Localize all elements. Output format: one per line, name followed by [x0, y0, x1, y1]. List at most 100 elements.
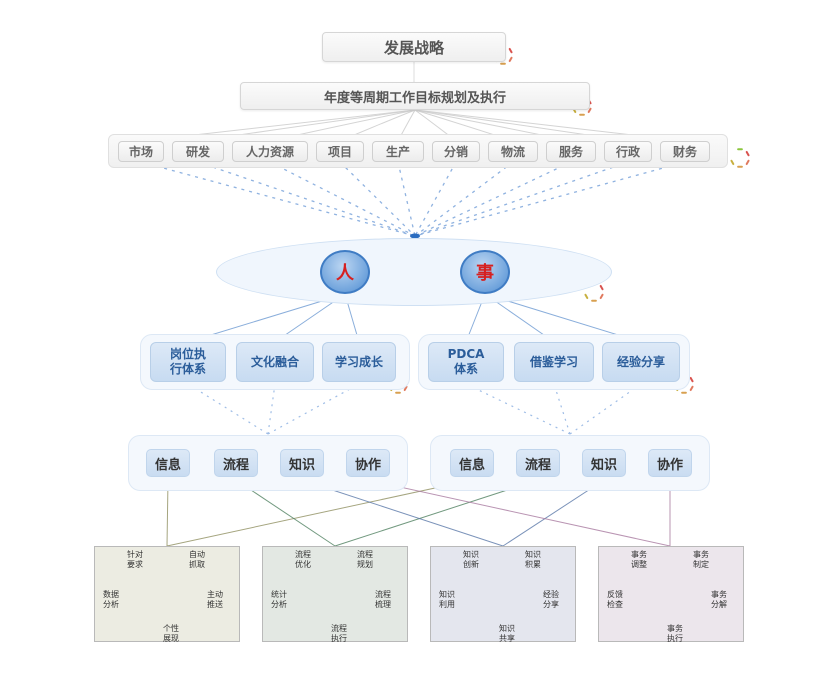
cycle-step-line2: 优化: [295, 560, 311, 569]
department-2: 人力资源: [232, 141, 308, 162]
cycle-step-label: 流程执行: [326, 624, 352, 644]
department-to-core-line: [397, 161, 416, 237]
department-to-core-line: [414, 161, 572, 237]
department-6: 物流: [488, 141, 538, 162]
cycle-step-line2: 执行: [667, 634, 683, 643]
knowledge-label: 信息: [458, 457, 485, 473]
knowledge-label: 协作: [354, 457, 381, 473]
group-label-line1: PDCA: [447, 347, 485, 361]
cycle-step-label: 事务分解: [706, 590, 732, 610]
cycle-step-line2: 分析: [271, 600, 287, 609]
department-to-core-line: [414, 161, 629, 237]
cycle-step-line1: 自动: [189, 550, 205, 559]
knowledge-to-group-line: [569, 383, 642, 435]
affairs-label: 事: [476, 263, 494, 284]
knowledge-left-0: 信息: [146, 449, 190, 477]
group-label-line1: 经验分享: [616, 354, 665, 369]
people-group-box-0: 岗位执行体系: [150, 342, 226, 382]
knowledge-left-3: 协作: [346, 449, 390, 477]
cycle-step-line2: 创新: [463, 560, 479, 569]
department-to-core-line: [414, 161, 514, 237]
cycle-box-collaboration: [598, 546, 744, 642]
cycle-step-line1: 事务: [631, 550, 647, 559]
department-label: 分销: [443, 145, 468, 159]
cycle-step-line1: 知识: [525, 550, 541, 559]
department-label: 市场: [128, 145, 153, 159]
cycle-step-line1: 流程: [295, 550, 311, 559]
department-to-core-line: [269, 161, 416, 237]
department-label: 项目: [327, 145, 352, 159]
group-label-line2: 体系: [453, 362, 478, 376]
annual-plan-box: 年度等周期工作目标规划及执行: [240, 82, 590, 110]
knowledge-to-group-line: [267, 383, 276, 435]
cycle-step-label: 知识创新: [458, 550, 484, 570]
cycle-step-label: 个性展现: [158, 624, 184, 644]
knowledge-right-0: 信息: [450, 449, 494, 477]
cycle-step-line2: 积累: [525, 560, 541, 569]
cycle-step-label: 知识共享: [494, 624, 520, 644]
cycle-step-label: 统计分析: [266, 590, 292, 610]
cycle-step-line1: 事务: [693, 550, 709, 559]
department-label: 生产: [385, 145, 410, 159]
cycle-step-line2: 调整: [631, 560, 647, 569]
cycle-step-line1: 知识: [439, 590, 455, 599]
strategy-label: 发展战略: [383, 38, 444, 57]
cycle-step-line2: 推送: [207, 600, 223, 609]
cycle-step-line1: 知识: [463, 550, 479, 559]
cycle-step-line2: 分解: [711, 600, 727, 609]
knowledge-label: 协作: [656, 457, 683, 473]
cycle-step-label: 流程优化: [290, 550, 316, 570]
department-0: 市场: [118, 141, 164, 162]
knowledge-left-2: 知识: [280, 449, 324, 477]
cycle-step-line1: 流程: [331, 624, 347, 633]
cycle-box-information: [94, 546, 240, 642]
department-to-core-line: [140, 161, 416, 237]
people-circle: 人: [320, 250, 370, 294]
cycle-step-line1: 经验: [543, 590, 559, 599]
cycle-box-knowledge: [430, 546, 576, 642]
knowledge-right-2: 知识: [582, 449, 626, 477]
cycle-step-line1: 针对: [127, 550, 143, 559]
department-label: 物流: [500, 145, 525, 159]
cycle-step-line1: 知识: [499, 624, 515, 633]
cycle-step-label: 经验分享: [538, 590, 564, 610]
cycle-step-line1: 流程: [357, 550, 373, 559]
strategy-box: 发展战略: [322, 32, 506, 62]
cycle-step-line2: 分享: [543, 600, 559, 609]
affairs-circle: 事: [460, 250, 510, 294]
cycle-step-label: 流程规划: [352, 550, 378, 570]
department-5: 分销: [432, 141, 480, 162]
cycle-step-line1: 事务: [667, 624, 683, 633]
cycle-step-line1: 统计: [271, 590, 287, 599]
cycle-step-line1: 主动: [207, 590, 223, 599]
department-to-core-line: [414, 161, 457, 237]
cycle-to-knowledge-line: [367, 479, 671, 547]
cycle-step-line2: 抓取: [189, 560, 205, 569]
knowledge-right-3: 协作: [648, 449, 692, 477]
cycle-step-line2: 分析: [103, 600, 119, 609]
cycle-step-line1: 数据: [103, 590, 119, 599]
cycle-step-label: 知识积累: [520, 550, 546, 570]
cycle-step-line1: 流程: [375, 590, 391, 599]
cycle-step-label: 事务制定: [688, 550, 714, 570]
cycle-step-label: 事务执行: [662, 624, 688, 644]
core-ellipse: [216, 238, 612, 306]
cycle-step-line2: 共享: [499, 634, 515, 643]
group-label-line1: 借鉴学习: [529, 354, 578, 369]
knowledge-label: 知识: [590, 457, 617, 473]
cycle-step-line2: 执行: [331, 634, 347, 643]
department-8: 行政: [604, 141, 652, 162]
cycle-step-line1: 事务: [711, 590, 727, 599]
cycle-step-label: 事务调整: [626, 550, 652, 570]
cycle-box-process: [262, 546, 408, 642]
knowledge-label: 信息: [154, 457, 181, 473]
cycle-step-label: 流程梳理: [370, 590, 396, 610]
cycle-step-line2: 梳理: [375, 600, 391, 609]
cycle-step-label: 自动抓取: [184, 550, 210, 570]
cycle-step-line2: 检查: [607, 600, 623, 609]
department-1: 研发: [172, 141, 224, 162]
knowledge-right-1: 流程: [516, 449, 560, 477]
cycle-step-label: 反馈检查: [602, 590, 628, 610]
knowledge-left-1: 流程: [214, 449, 258, 477]
cycle-to-knowledge-line: [166, 479, 169, 547]
